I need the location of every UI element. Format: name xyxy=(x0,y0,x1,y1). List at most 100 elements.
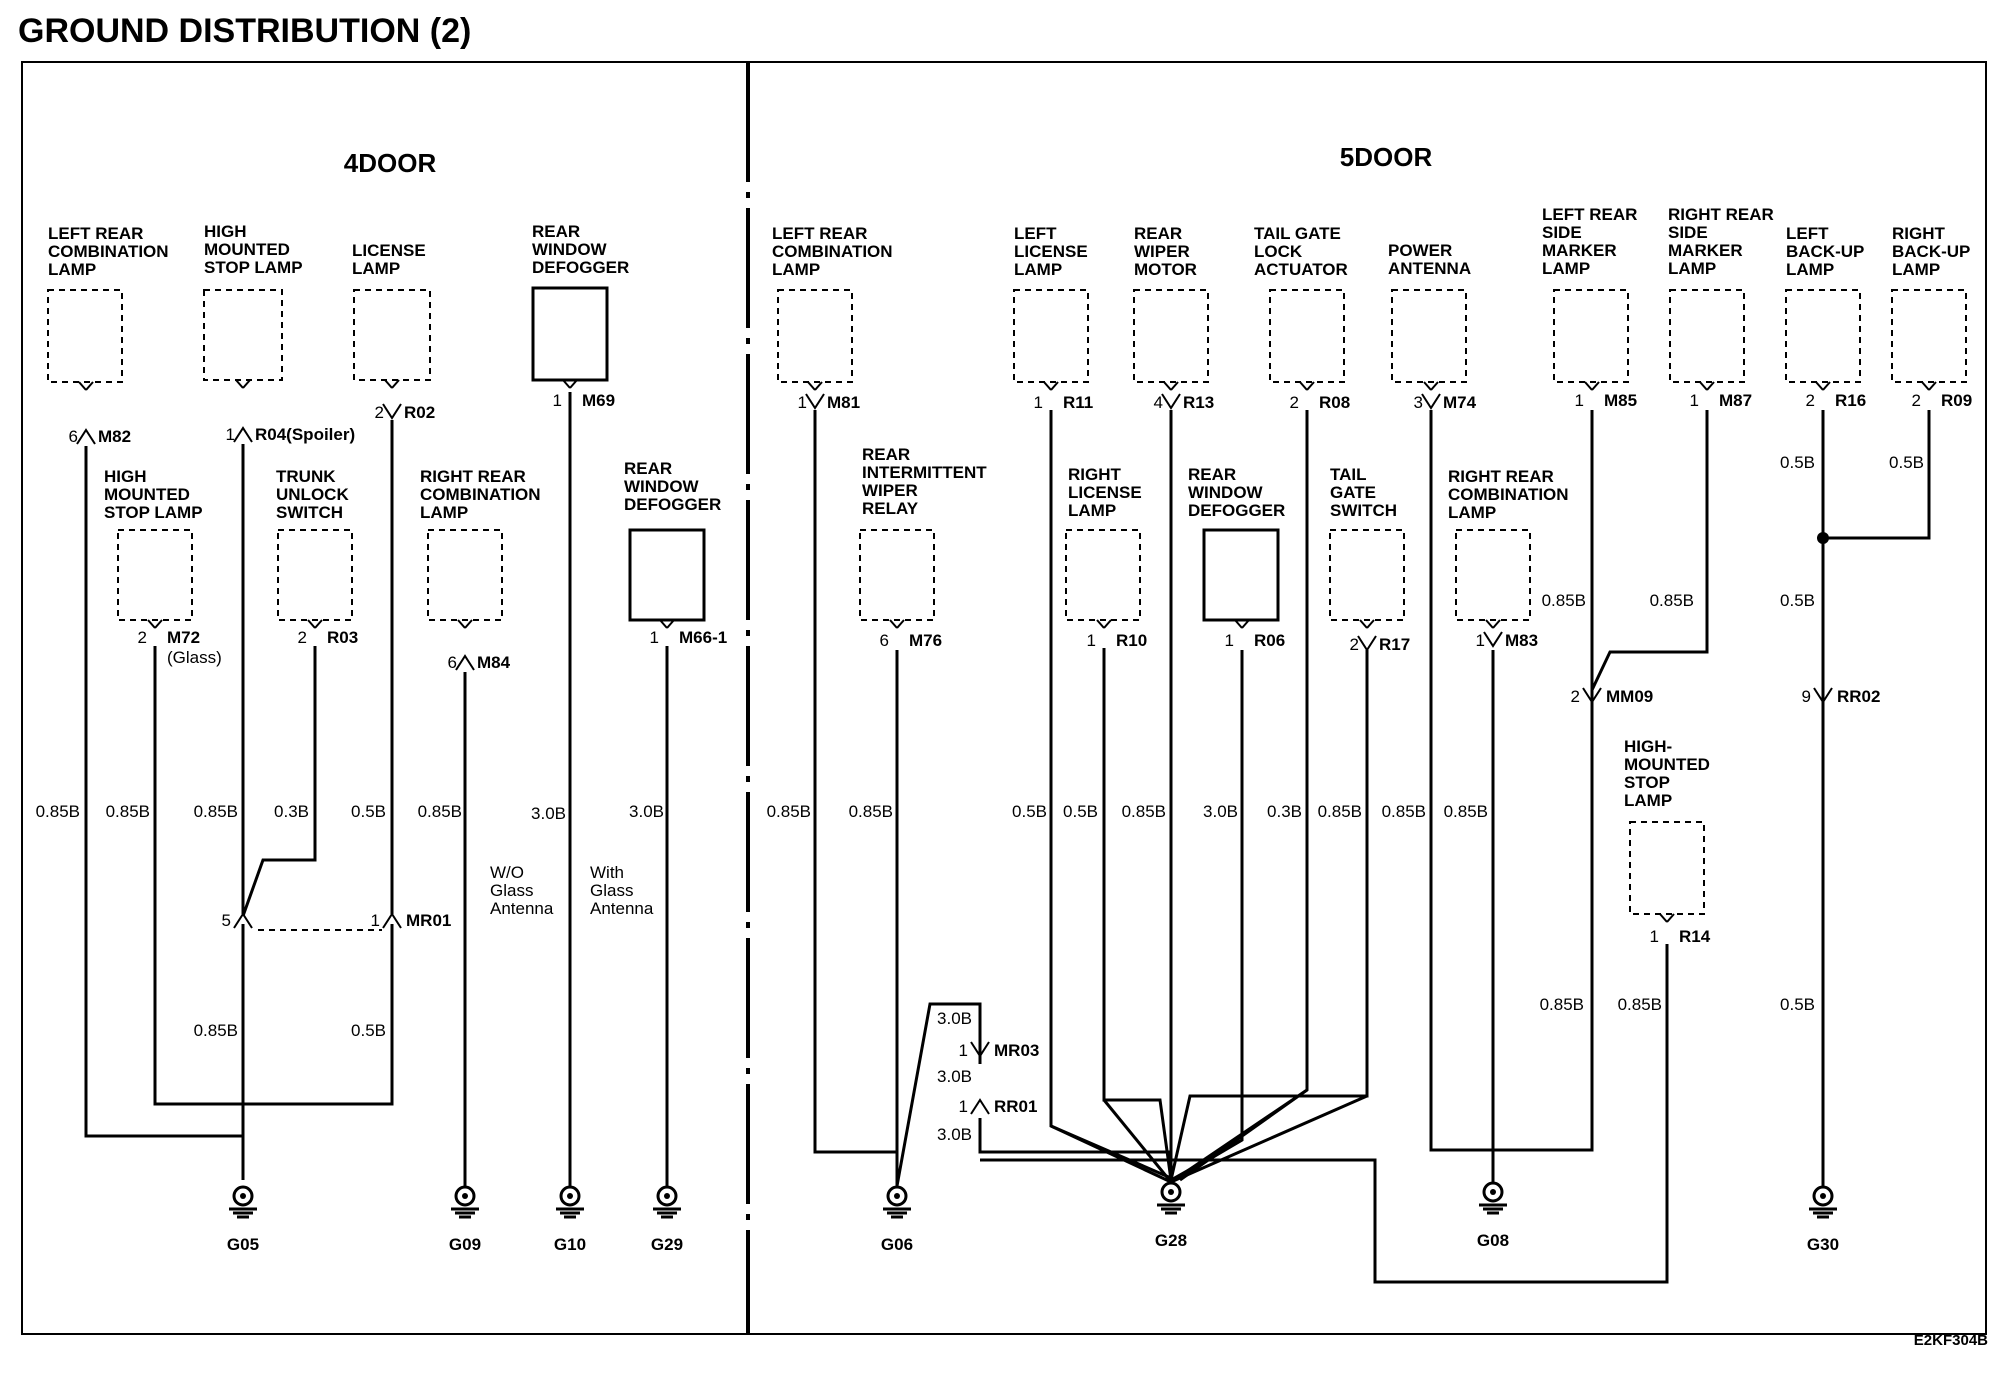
wire xyxy=(1049,410,1172,1180)
connector-chevron-icon xyxy=(1357,635,1377,652)
inline-connector-pin: 1 xyxy=(959,1041,968,1060)
connector-pin: 4 xyxy=(1154,393,1163,412)
connector-pin: 1 xyxy=(1476,631,1485,650)
terminal-lead xyxy=(1928,381,1937,391)
section-title-5door: 5DOOR xyxy=(1340,142,1433,172)
inline-connector-icon xyxy=(1813,687,1833,704)
wire xyxy=(241,646,317,917)
wire-size-label: 0.85B xyxy=(1318,802,1362,821)
component-box-partial xyxy=(117,529,193,621)
wire-fan xyxy=(1102,1099,1173,1183)
connector-id: R10 xyxy=(1116,631,1147,650)
wire-size-label: 3.0B xyxy=(1203,802,1238,821)
component-box-partial xyxy=(427,529,503,621)
ground-g09: G09 xyxy=(449,1185,481,1254)
inline-connector-icon xyxy=(970,1041,990,1058)
terminal-lead xyxy=(1591,381,1600,391)
terminal-lead xyxy=(1163,381,1172,391)
component-box-partial xyxy=(1455,529,1531,621)
connector-pin: 1 xyxy=(1575,391,1584,410)
component-box-partial xyxy=(47,289,123,383)
wire xyxy=(980,944,1669,1284)
terminal-lead xyxy=(1359,619,1368,629)
ground-g30: G30 xyxy=(1807,1185,1839,1254)
wire-size-label: 0.85B xyxy=(194,802,238,821)
connector-pin: 6 xyxy=(69,427,78,446)
ground-label: G06 xyxy=(881,1235,913,1254)
wire xyxy=(895,1002,982,1187)
wire-size-label: 0.85B xyxy=(418,802,462,821)
connector-id: R04(Spoiler) xyxy=(255,425,355,444)
wire-size-label: 0.5B xyxy=(1012,802,1047,821)
wire-size-label: 3.0B xyxy=(629,802,664,821)
wire-size-label: 0.85B xyxy=(1122,802,1166,821)
wire xyxy=(813,410,899,1190)
ground-label: G28 xyxy=(1155,1231,1187,1250)
connector-id: R08 xyxy=(1319,393,1350,412)
terminal-lead xyxy=(1666,913,1675,923)
connector-id: R06 xyxy=(1254,631,1285,650)
connector-pin: 1 xyxy=(798,393,807,412)
connector-id: R17 xyxy=(1379,635,1410,654)
connector-pin: 6 xyxy=(880,631,889,650)
ground-label: G05 xyxy=(227,1235,259,1254)
connector-pin: 2 xyxy=(375,403,384,422)
wire-size-label: 0.5B xyxy=(1780,591,1815,610)
terminal-lead xyxy=(1584,381,1593,391)
diagram-frame xyxy=(21,61,1987,1335)
wire-fan xyxy=(1170,1094,1368,1184)
inline-connector-pin: 5 xyxy=(222,911,231,930)
terminal-lead xyxy=(1103,619,1112,629)
connector-id: M83 xyxy=(1505,631,1538,650)
inline-connector-id: MM09 xyxy=(1606,687,1653,706)
ground-terminal-dot xyxy=(462,1193,468,1199)
ground-terminal-dot xyxy=(894,1193,900,1199)
terminal-lead xyxy=(1921,381,1930,391)
terminal-lead xyxy=(1699,381,1708,391)
wire-size-label: 0.85B xyxy=(1444,802,1488,821)
connector-pin: 2 xyxy=(1350,635,1359,654)
connector-chevron-icon xyxy=(1421,393,1441,410)
wire-size-label: 0.3B xyxy=(1267,802,1302,821)
wire-size-label: 0.5B xyxy=(1889,453,1924,472)
inline-connector-icon xyxy=(1582,687,1602,704)
connector-id: M72(Glass) xyxy=(167,628,222,667)
terminal-lead xyxy=(1050,381,1059,391)
connector-chevron-icon xyxy=(76,428,96,445)
component-box-partial xyxy=(1133,289,1209,383)
terminal-lead xyxy=(1492,619,1501,629)
terminal-lead xyxy=(1659,913,1668,923)
terminal-lead xyxy=(307,619,316,629)
wire-size-label: 3.0B xyxy=(937,1125,972,1144)
wire-fan xyxy=(1170,1088,1308,1184)
terminal-lead xyxy=(147,619,156,629)
connector-id: M69 xyxy=(582,391,615,410)
component-box-partial xyxy=(277,529,353,621)
component-box-partial xyxy=(1329,529,1405,621)
terminal-lead xyxy=(1485,619,1494,629)
component-box-partial xyxy=(777,289,853,383)
splice-point-icon xyxy=(1817,532,1829,544)
ground-g05: G05 xyxy=(227,1185,259,1254)
ground-g08: G08 xyxy=(1477,1181,1509,1250)
